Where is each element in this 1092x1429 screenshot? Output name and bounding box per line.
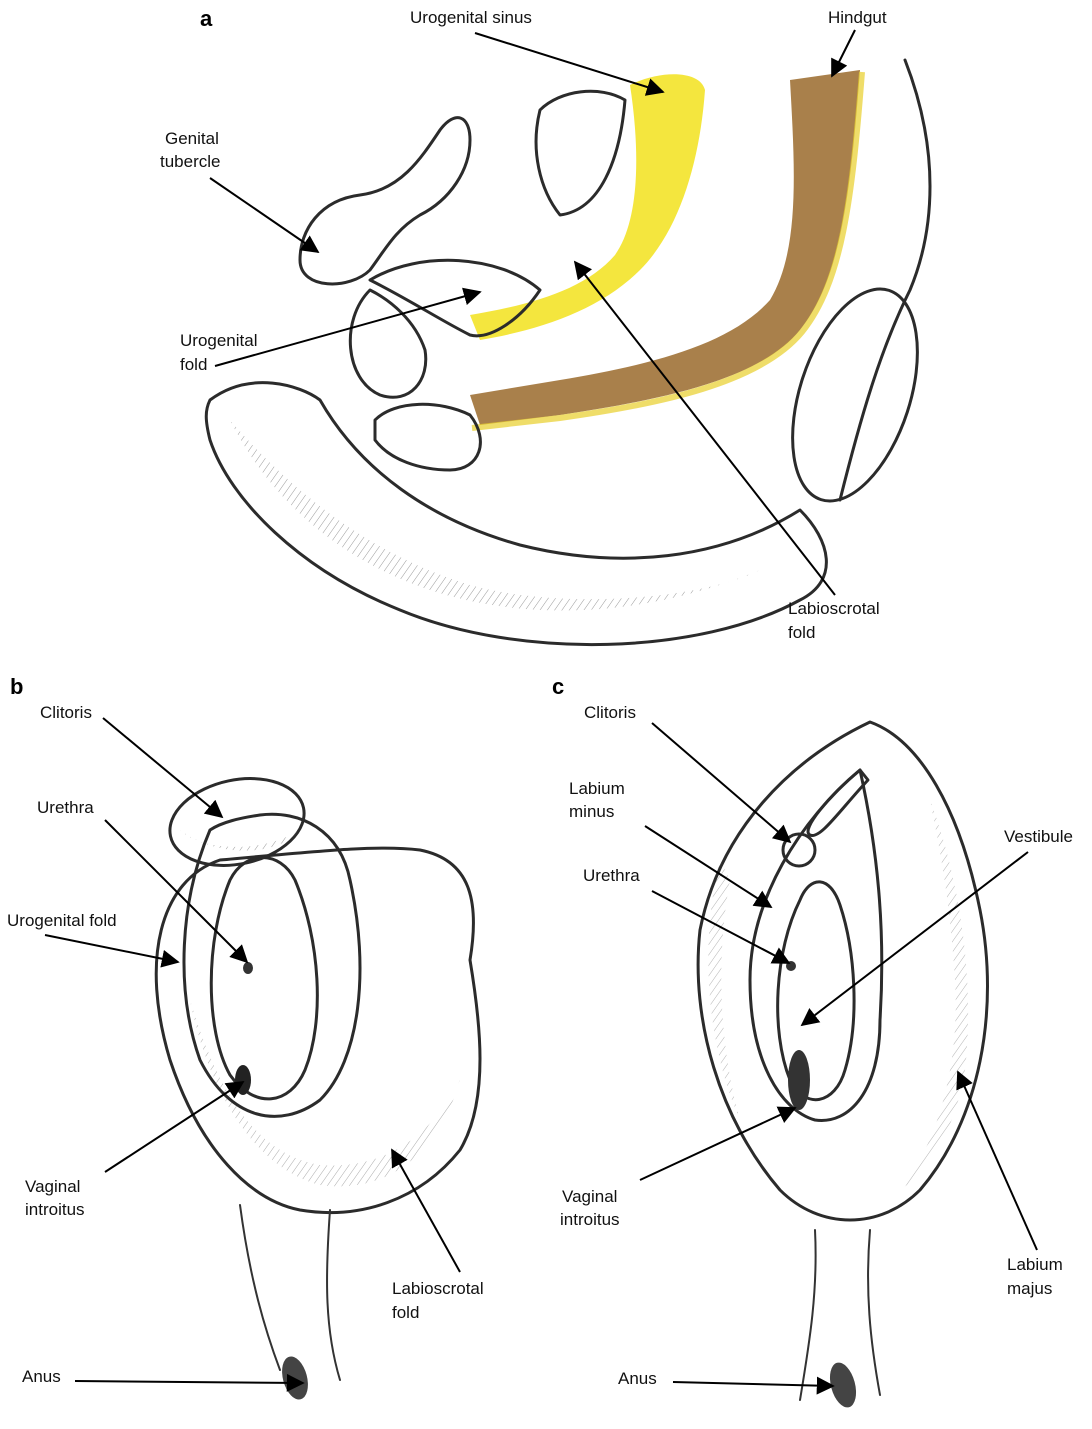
label-vaginal-introitus-c-line1: Vaginal [562, 1187, 617, 1206]
perineum-b [240, 1205, 340, 1380]
dorsal-mass-a [536, 91, 625, 215]
pointer-vaginal-introitus-c [640, 1108, 795, 1180]
label-vaginal-introitus-b-line1: Vaginal [25, 1177, 80, 1196]
label-labium-majus-c-line1: Labium [1007, 1255, 1063, 1274]
label-labioscrotal-fold-a-line1: Labioscrotal [788, 599, 880, 618]
pointer-anus-c [673, 1382, 833, 1386]
pointer-hindgut-a [832, 30, 855, 76]
vaginal-opening-c [788, 1050, 810, 1110]
labioscrotal-fold-b [156, 848, 480, 1212]
prepuce-c [808, 770, 868, 836]
label-labium-majus-c-line2: majus [1007, 1279, 1052, 1298]
pointer-vestibule-c [802, 852, 1028, 1025]
cloacal-region-a [375, 404, 480, 470]
labium-majus-hatching-left-c [708, 860, 740, 1120]
urogenital-sinus-tube [470, 74, 705, 340]
label-labioscrotal-fold-b-line1: Labioscrotal [392, 1279, 484, 1298]
pointer-urogenital-fold-a [215, 292, 480, 366]
urethra-opening-b [243, 962, 253, 974]
label-urethra-b: Urethra [37, 798, 94, 817]
pointer-urogenital-sinus-a [475, 33, 663, 92]
phallus-groove-a [350, 290, 425, 397]
anus-b [278, 1354, 313, 1403]
pointer-labioscrotal-fold-b [392, 1150, 460, 1272]
label-labium-minus-c-line2: minus [569, 802, 614, 821]
pointer-genital-tubercle-a [210, 178, 318, 252]
panel-c-letter: c [552, 674, 564, 699]
label-vaginal-introitus-b-line2: introitus [25, 1200, 85, 1219]
clitoris-b [162, 767, 312, 877]
label-urethra-c: Urethra [583, 866, 640, 885]
panel-b-letter: b [10, 674, 23, 699]
label-urogenital-fold-b: Urogenital fold [7, 911, 117, 930]
label-anus-b: Anus [22, 1367, 61, 1386]
label-clitoris-b: Clitoris [40, 703, 92, 722]
vestibule-b [211, 858, 317, 1099]
pointer-clitoris-b [103, 718, 222, 817]
label-vaginal-introitus-c-line2: introitus [560, 1210, 620, 1229]
label-labium-minus-c-line1: Labium [569, 779, 625, 798]
vaginal-opening-b [235, 1065, 251, 1095]
label-clitoris-c: Clitoris [584, 703, 636, 722]
label-labioscrotal-fold-b-line2: fold [392, 1303, 419, 1322]
labioscrotal-hatching-a [230, 420, 760, 610]
label-urogenital-fold-a-line1: Urogenital [180, 331, 258, 350]
label-anus-c: Anus [618, 1369, 657, 1388]
pointer-anus-b [75, 1381, 303, 1383]
label-labioscrotal-fold-a-line2: fold [788, 623, 815, 642]
label-genital-tubercle-line1: Genital [165, 129, 219, 148]
label-genital-tubercle-line2: tubercle [160, 152, 220, 171]
panel-c: c Clitoris Labium minus Urethra Vestibul… [552, 674, 1073, 1410]
label-hindgut-a: Hindgut [828, 8, 887, 27]
label-vestibule-c: Vestibule [1004, 827, 1073, 846]
panel-b: b Clitoris Urethra Urogenital fold Vagin… [7, 674, 484, 1402]
labium-minus-c [750, 770, 882, 1120]
labium-majus-c [698, 722, 987, 1220]
panel-a: a Urogenital sinus Hindgut Genital tuber… [160, 6, 941, 645]
pointer-labium-majus-c [958, 1072, 1037, 1250]
label-urogenital-sinus-a: Urogenital sinus [410, 8, 532, 27]
panel-a-letter: a [200, 6, 213, 31]
pointer-clitoris-c [652, 723, 790, 842]
label-urogenital-fold-a-line2: fold [180, 355, 207, 374]
